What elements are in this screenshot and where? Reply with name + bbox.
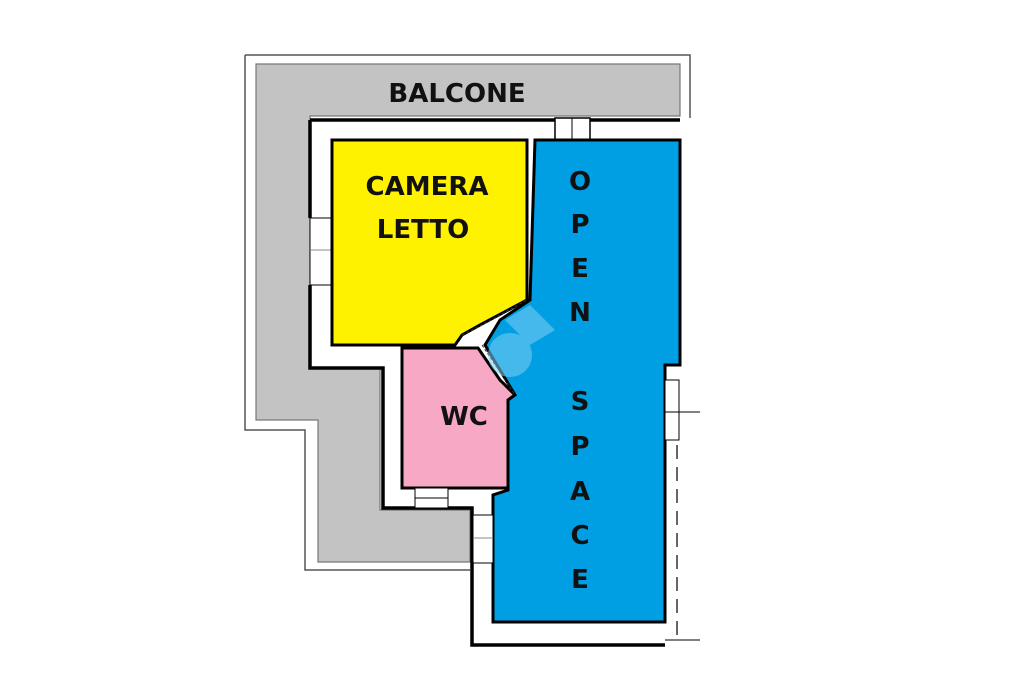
- open-space-letter: S: [571, 387, 590, 417]
- balcony-door: [554, 117, 591, 141]
- open-space-letter: O: [569, 167, 591, 197]
- open-space-letter: A: [570, 477, 590, 507]
- label-balcone: BALCONE: [388, 79, 525, 109]
- open-space-letter: C: [570, 521, 589, 551]
- open-space-letter: P: [570, 432, 589, 462]
- balcony-area: [255, 63, 681, 563]
- open-space-letter: E: [571, 254, 589, 284]
- open-space-letter: P: [570, 210, 589, 240]
- open-space-letter: E: [571, 565, 589, 595]
- open-space-window: [664, 379, 700, 441]
- bedroom-window: [309, 217, 333, 286]
- room-open-space: [483, 138, 682, 624]
- building-wall: [308, 118, 680, 647]
- label-letto: LETTO: [377, 215, 470, 245]
- label-camera: CAMERA: [366, 172, 489, 202]
- open-space-balcony-door: [472, 514, 494, 564]
- open-space-letter: N: [569, 298, 591, 328]
- bedroom-door: [461, 299, 528, 336]
- wc-window: [414, 487, 449, 509]
- label-wc: WC: [440, 402, 488, 432]
- balcony-outer-outline: [244, 54, 691, 571]
- watermark-logo: [488, 305, 555, 377]
